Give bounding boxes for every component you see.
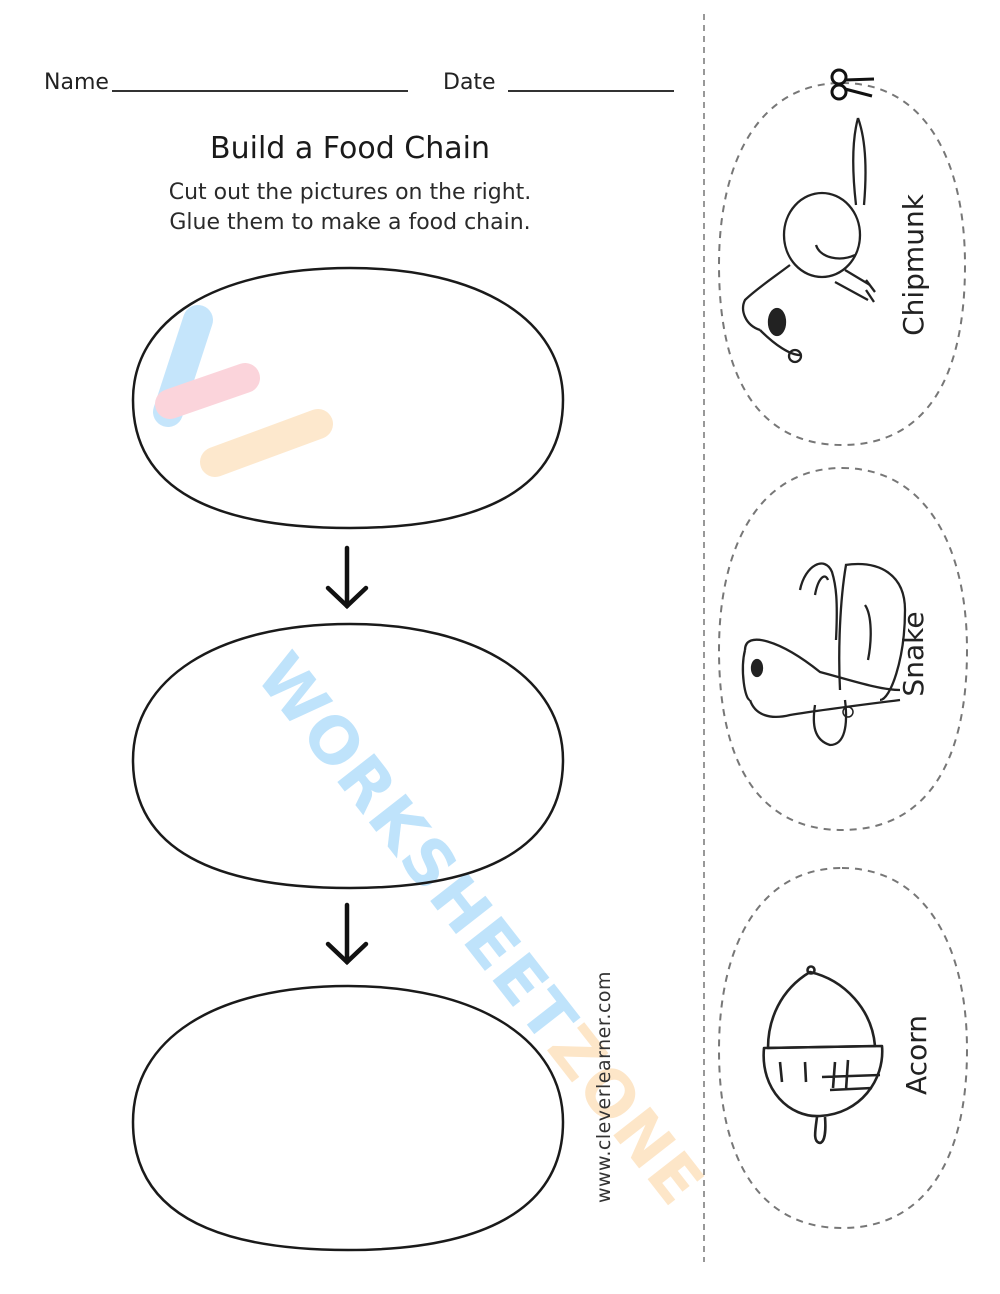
down-arrow-icon [325,902,369,966]
page-title: Build a Food Chain [210,131,490,166]
date-field[interactable] [508,90,674,92]
name-label: Name [44,70,109,95]
instruction-line-1: Cut out the pictures on the right. [168,180,532,205]
cutout-card-chipmunk[interactable] [717,81,967,447]
frame-3[interactable] [131,984,565,1252]
frame-2[interactable] [131,622,565,890]
acorn-icon [762,965,884,1145]
cutout-card-snake[interactable] [717,466,969,832]
name-field[interactable] [112,90,408,92]
snake-icon [741,562,907,747]
card-label-chipmunk: Chipmunk [897,194,930,336]
scissors-icon [830,68,875,101]
card-label-acorn: Acorn [900,1015,933,1095]
chipmunk-icon [741,117,876,364]
instruction-line-2: Glue them to make a food chain. [169,210,531,235]
date-label: Date [443,70,496,95]
down-arrow-icon [325,545,369,610]
frame-1[interactable] [131,266,565,530]
cutout-card-acorn[interactable] [717,866,969,1230]
card-label-snake: Snake [897,611,930,697]
